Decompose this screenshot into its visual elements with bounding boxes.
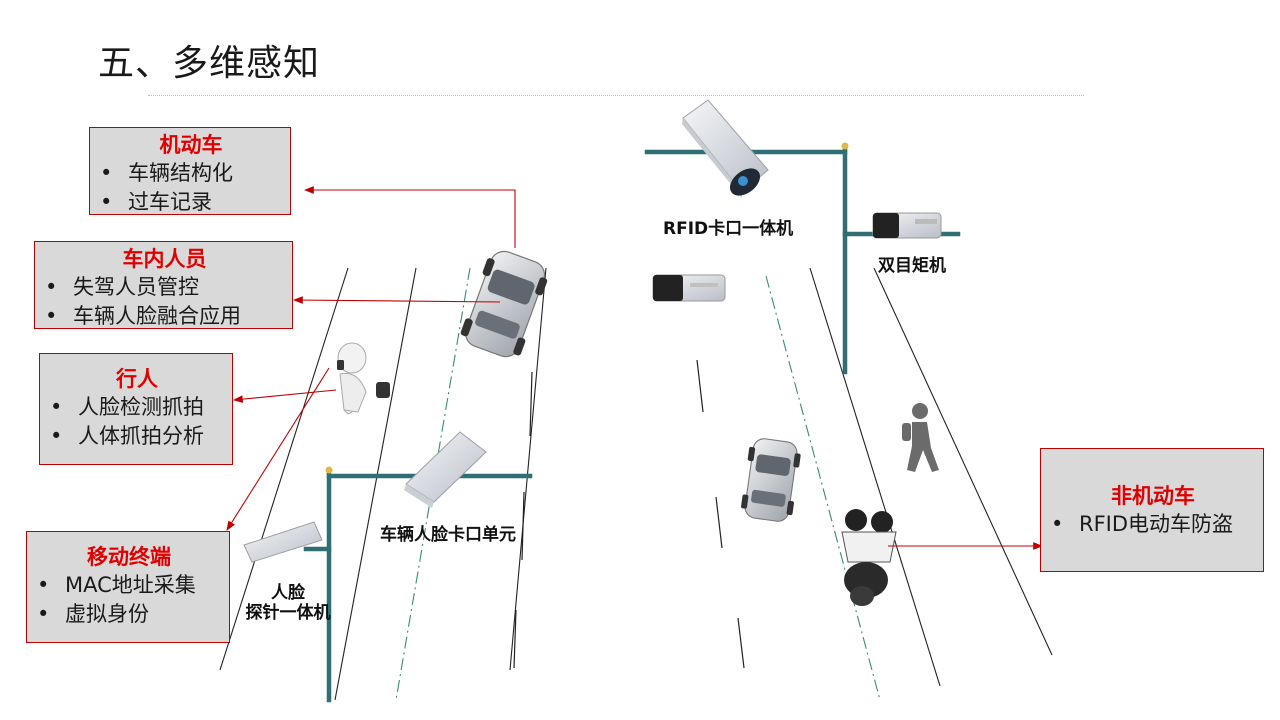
box-title: 非机动车 <box>1111 484 1195 508</box>
title-divider <box>148 95 1084 96</box>
box-camera-icon <box>652 274 726 302</box>
label-face-probe-line2: 探针一体机 <box>245 603 331 623</box>
box-title: 行人 <box>116 367 158 391</box>
pole-lamp-icon <box>841 142 849 150</box>
face-probe-camera-icon <box>243 521 323 563</box>
center-dash-lines <box>395 267 881 701</box>
box-pedestrian: 行人 人脸检测抓拍 人体抓拍分析 <box>39 353 233 465</box>
box-item: MAC地址采集 <box>37 571 221 600</box>
box-title: 移动终端 <box>87 545 171 569</box>
lane-line <box>334 267 417 701</box>
box-item: 人体抓拍分析 <box>50 422 224 451</box>
label-face-probe: 人脸 探针一体机 <box>238 583 338 623</box>
phone-person-icon <box>337 342 390 415</box>
motorcycle-icon <box>841 509 897 606</box>
car-icon <box>460 250 548 358</box>
road-edge-left <box>219 267 349 671</box>
lane-dashes-left <box>513 371 533 669</box>
label-rfid-unit: RFID卡口一体机 <box>663 219 794 239</box>
box-item: 失驾人员管控 <box>45 273 284 302</box>
label-binocular-camera: 双目矩机 <box>878 256 946 276</box>
road-lines <box>219 267 1053 701</box>
walking-person-icon <box>902 403 939 472</box>
box-title: 机动车 <box>159 133 223 157</box>
box-item: 车辆人脸融合应用 <box>45 302 284 331</box>
road-edge-right <box>873 267 1053 656</box>
lane-dashes-right <box>696 359 745 669</box>
box-mobile-terminal: 移动终端 MAC地址采集 虚拟身份 <box>26 531 230 643</box>
binocular-camera-icon <box>872 212 942 239</box>
arrow-to-occupants <box>292 296 501 304</box>
box-item: 车辆结构化 <box>100 159 282 188</box>
box-item: 过车记录 <box>100 188 282 217</box>
box-occupants: 车内人员 失驾人员管控 车辆人脸融合应用 <box>34 241 293 329</box>
page-title: 五、多维感知 <box>98 43 321 84</box>
box-motor-vehicle: 机动车 车辆结构化 过车记录 <box>89 127 291 215</box>
rfid-camera-icon <box>682 99 769 198</box>
box-non-motor-vehicle: 非机动车 RFID电动车防盗 <box>1040 448 1264 572</box>
connector-arrows <box>226 186 1044 550</box>
box-item: 人脸检测抓拍 <box>50 393 224 422</box>
arrow-to-pedestrian <box>232 389 337 403</box>
box-item: 虚拟身份 <box>37 600 221 629</box>
label-vehicle-face-unit: 车辆人脸卡口单元 <box>380 525 516 545</box>
vehicle-face-camera-icon <box>404 431 487 508</box>
arrow-to-mobile <box>226 367 330 531</box>
car-icon <box>741 438 801 522</box>
lane-line <box>509 267 547 671</box>
label-face-probe-line1: 人脸 <box>271 583 305 603</box>
box-title: 车内人员 <box>122 247 207 271</box>
box-item: RFID电动车防盗 <box>1051 510 1255 539</box>
poles <box>303 147 961 703</box>
arrow-to-motor-vehicle <box>303 186 516 248</box>
pole-lamp-icon <box>325 466 333 474</box>
lane-line <box>809 267 941 687</box>
